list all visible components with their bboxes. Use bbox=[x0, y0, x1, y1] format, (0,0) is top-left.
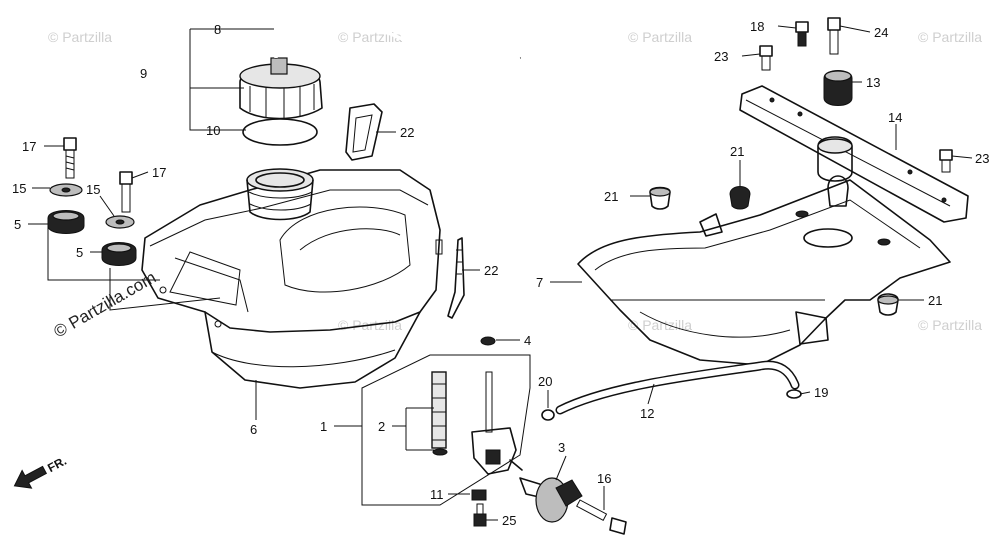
partzilla-watermark: © Partzilla.com bbox=[51, 268, 160, 342]
callout-20: 20 bbox=[538, 374, 552, 389]
front-direction-indicator: FR. bbox=[13, 454, 69, 489]
damper-and-bolts-right bbox=[759, 17, 953, 173]
fuel-cock-assembly bbox=[361, 336, 531, 527]
breather-tube bbox=[541, 360, 802, 421]
callout-23-left: 23 bbox=[714, 49, 728, 64]
grommets bbox=[649, 186, 899, 316]
callout-4: 4 bbox=[524, 333, 531, 348]
callout-17-left: 17 bbox=[22, 139, 36, 154]
callout-9: 9 bbox=[140, 66, 147, 81]
front-label: FR. bbox=[45, 454, 69, 475]
callout-18: 18 bbox=[750, 19, 764, 34]
callout-6: 6 bbox=[250, 422, 257, 437]
cap-and-bolt bbox=[519, 477, 627, 535]
watermark-faint-1: © Partzilla bbox=[48, 29, 112, 45]
callout-5-left: 5 bbox=[14, 217, 21, 232]
watermark-faint-7: © Partzilla bbox=[918, 317, 982, 333]
bracket bbox=[739, 85, 969, 223]
callout-15-left: 15 bbox=[12, 181, 26, 196]
fuel-cap-assembly bbox=[239, 11, 521, 146]
callout-13: 13 bbox=[866, 75, 880, 90]
callout-1: 1 bbox=[320, 419, 327, 434]
faint-watermarks: © Partzilla © Partzilla © Partzilla © Pa… bbox=[48, 29, 982, 333]
callout-8: 8 bbox=[214, 22, 221, 37]
rubber-straps bbox=[345, 103, 465, 319]
callout-22-lower: 22 bbox=[484, 263, 498, 278]
callout-10: 10 bbox=[206, 123, 220, 138]
callout-24: 24 bbox=[874, 25, 888, 40]
callout-3: 3 bbox=[558, 440, 565, 455]
leader-lines bbox=[28, 25, 973, 521]
callout-21-right: 21 bbox=[928, 293, 942, 308]
callout-14: 14 bbox=[888, 110, 902, 125]
callout-7: 7 bbox=[536, 275, 543, 290]
fuel-tank bbox=[141, 168, 443, 389]
callout-12: 12 bbox=[640, 406, 654, 421]
watermark-faint-3: © Partzilla bbox=[628, 29, 692, 45]
callout-21-left: 21 bbox=[604, 189, 618, 204]
watermark-faint-4: © Partzilla bbox=[918, 29, 982, 45]
front-arrow-icon bbox=[13, 465, 48, 489]
callout-23-right: 23 bbox=[975, 151, 989, 166]
mount-hardware-left bbox=[47, 137, 137, 266]
callout-2: 2 bbox=[378, 419, 385, 434]
callout-22-upper: 22 bbox=[400, 125, 414, 140]
callout-17-right: 17 bbox=[152, 165, 166, 180]
callout-19: 19 bbox=[814, 385, 828, 400]
callout-labels: 8 9 10 22 17 15 5 17 15 5 6 22 4 1 2 20 … bbox=[12, 19, 989, 528]
callout-25: 25 bbox=[502, 513, 516, 528]
callout-21-middle: 21 bbox=[730, 144, 744, 159]
callout-5-right: 5 bbox=[76, 245, 83, 260]
callout-11: 11 bbox=[430, 487, 444, 502]
watermark-faint-6: © Partzilla bbox=[628, 317, 692, 333]
callout-15-right: 15 bbox=[86, 182, 100, 197]
callout-16: 16 bbox=[597, 471, 611, 486]
watermark-faint-2: © Partzilla bbox=[338, 29, 402, 45]
undercover bbox=[577, 175, 951, 366]
